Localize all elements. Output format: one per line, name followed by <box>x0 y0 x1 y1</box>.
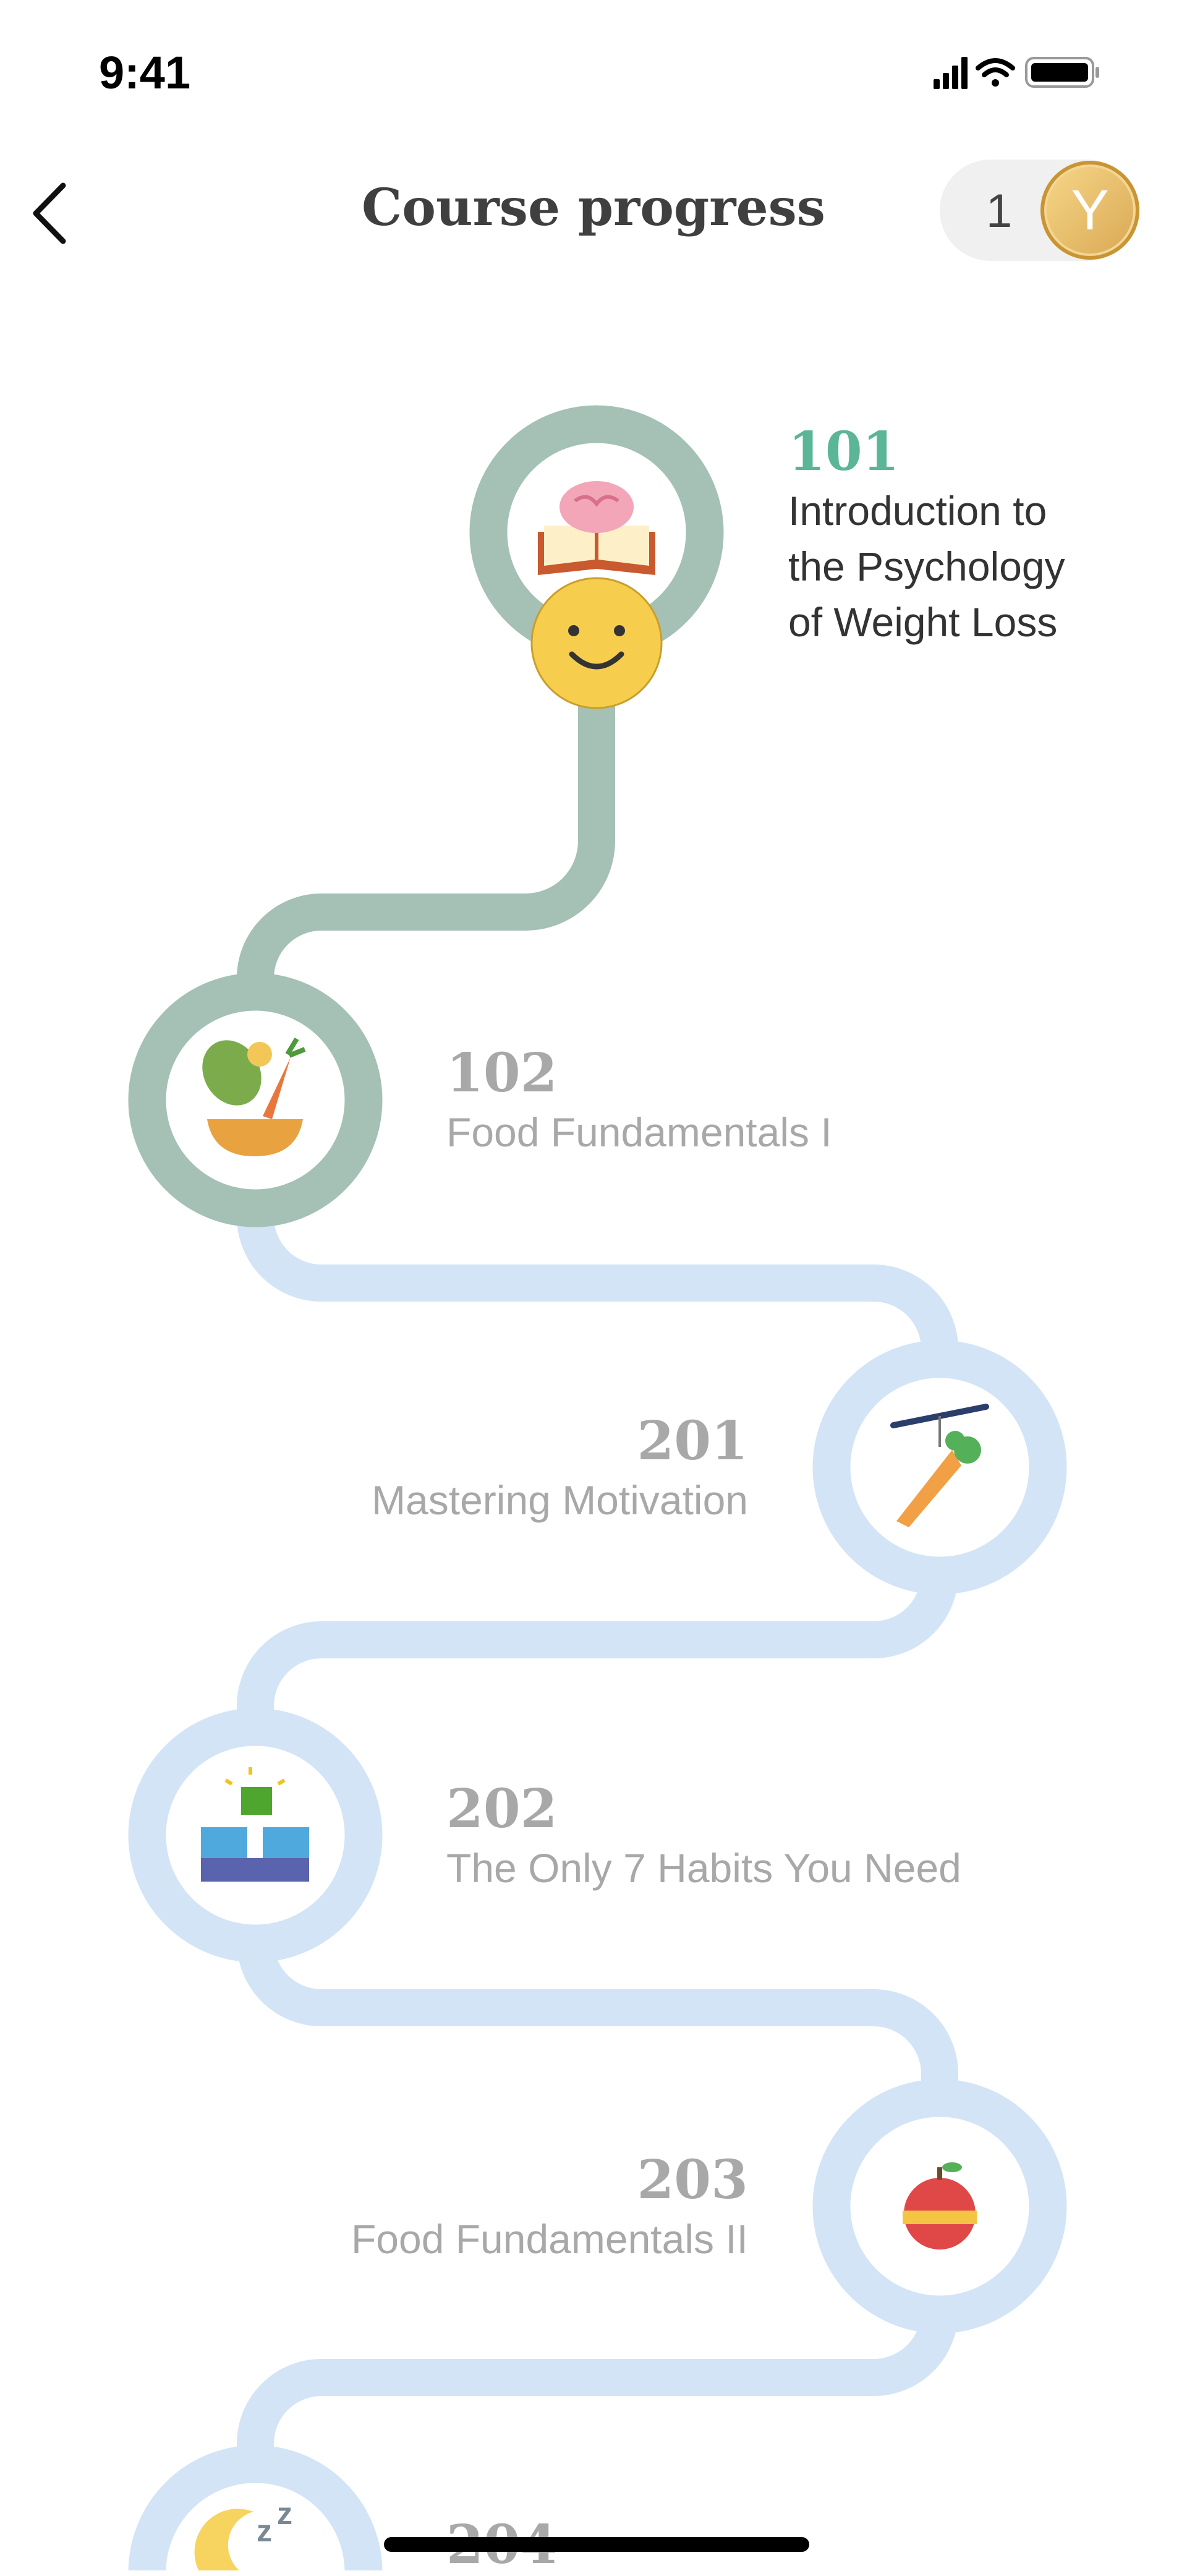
path-segment <box>237 1081 958 1486</box>
course-title: Mastering Motivation <box>372 1477 748 1523</box>
status-icons <box>934 57 1099 89</box>
battery-icon <box>1025 57 1099 88</box>
course-node-203[interactable] <box>812 2079 1067 2334</box>
course-number: 202 <box>446 1778 558 1840</box>
course-node-204[interactable]: z z <box>128 2445 383 2570</box>
course-node-101[interactable] <box>469 405 724 709</box>
course-label-102[interactable]: 102 Food Fundamentals I <box>446 1042 832 1160</box>
coin-icon: Y <box>1040 161 1139 260</box>
svg-text:z: z <box>277 2496 292 2531</box>
course-label-202[interactable]: 202 The Only 7 Habits You Need <box>446 1778 961 1896</box>
course-title: Food Fundamentals I <box>446 1109 832 1155</box>
svg-text:z: z <box>257 2514 272 2548</box>
course-label-203[interactable]: 203 Food Fundamentals II <box>185 2149 748 2267</box>
back-button[interactable] <box>25 179 74 247</box>
home-indicator[interactable] <box>384 2537 809 2552</box>
course-label-201[interactable]: 201 Mastering Motivation <box>185 1410 748 1528</box>
signal-icon <box>934 57 968 89</box>
course-node-201[interactable] <box>812 1340 1067 1595</box>
smiley-avatar-icon <box>530 577 663 709</box>
salad-bowl-icon <box>202 1037 306 1156</box>
moon-sleep-icon: z z <box>194 2496 292 2570</box>
path-segment <box>237 1817 958 2225</box>
path-segment <box>237 2188 958 2570</box>
status-time: 9:41 <box>99 47 191 98</box>
course-number: 203 <box>637 2149 748 2211</box>
brain-book-icon <box>538 481 655 575</box>
course-title: The Only 7 Habits You Need <box>446 1845 961 1891</box>
course-number: 102 <box>446 1042 558 1104</box>
course-node-102[interactable] <box>128 973 383 1227</box>
path-segment-completed <box>237 514 615 1119</box>
course-label-101[interactable]: 101 Introduction to the Psychology of We… <box>788 420 1065 650</box>
page-title: Course progress <box>362 178 825 237</box>
course-number: 201 <box>637 1410 748 1472</box>
coin-count: 1 <box>986 185 1013 237</box>
course-title-line: the Psychology <box>788 544 1065 589</box>
puzzle-icon <box>201 1767 309 1882</box>
apple-measuring-tape-icon <box>903 2162 977 2250</box>
wifi-icon <box>976 58 1015 87</box>
course-title: Food Fundamentals II <box>351 2216 748 2262</box>
chevron-left-icon <box>33 182 66 244</box>
path-segment <box>237 1449 958 1854</box>
carrot-on-stick-icon <box>890 1404 989 1527</box>
course-title-line: Introduction to <box>788 488 1047 534</box>
course-number: 101 <box>788 420 900 483</box>
course-node-202[interactable] <box>128 1708 383 1963</box>
course-title-line: of Weight Loss <box>788 599 1058 645</box>
